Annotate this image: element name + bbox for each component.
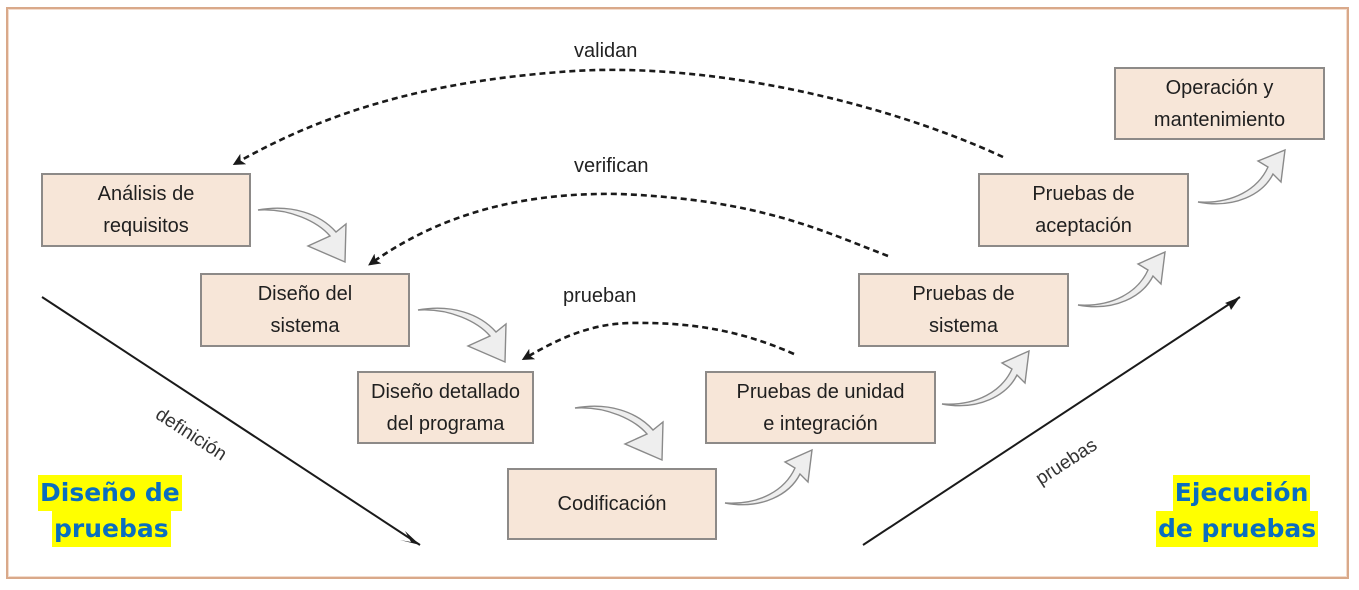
highlight-ejecucion-pruebas: Ejecución de pruebas — [1156, 475, 1319, 547]
flow-arrow-diseno-to-detallado — [417, 307, 507, 364]
node-codificacion: Codificación — [507, 468, 717, 540]
node-label: Diseño del sistema — [257, 283, 353, 337]
flow-arrow-unidad-to-sistema — [941, 349, 1030, 407]
dashed-edge-validan — [232, 68, 1004, 165]
edge-label-verifican: verifican — [574, 155, 649, 177]
definition-axis-arrow — [41, 296, 421, 546]
node-pruebas-aceptacion: Pruebas de aceptación — [978, 173, 1189, 247]
flow-arrow-codificacion-to-unidad — [724, 448, 813, 506]
dashed-edge-prueban — [521, 321, 795, 360]
node-label: Codificación — [557, 493, 667, 515]
highlight-line: de pruebas — [1156, 511, 1319, 547]
node-pruebas-unidad: Pruebas de unidad e integración — [705, 371, 936, 444]
testing-axis-arrow — [862, 296, 1241, 546]
flow-connectors — [257, 148, 1286, 506]
node-label: Pruebas de sistema — [912, 283, 1015, 337]
node-label: Pruebas de unidad e integración — [736, 380, 905, 435]
highlight-line: Diseño de — [38, 475, 182, 511]
node-label: Operación y mantenimiento — [1153, 76, 1286, 131]
highlight-line: pruebas — [52, 511, 171, 547]
node-pruebas-sistema: Pruebas de sistema — [858, 273, 1069, 347]
node-diseno-sistema: Diseño del sistema — [200, 273, 410, 347]
highlight-diseno-pruebas: Diseño de pruebas — [38, 475, 182, 547]
definition-arrow-head — [400, 531, 420, 545]
node-label: Diseño detallado del programa — [371, 380, 520, 435]
flow-arrow-analisis-to-diseno — [257, 207, 347, 264]
edge-label-prueban: prueban — [563, 285, 637, 307]
dashed-edge-verifican — [368, 192, 889, 266]
edge-label-validan: validan — [574, 40, 638, 62]
flow-arrow-aceptacion-to-operacion — [1197, 148, 1286, 205]
node-diseno-detallado: Diseño detallado del programa — [357, 371, 534, 444]
node-analisis-requisitos: Análisis de requisitos — [41, 173, 251, 247]
flow-arrow-detallado-to-codificacion — [574, 405, 664, 462]
node-label: Pruebas de aceptación — [1032, 183, 1135, 237]
node-operacion-mantenimiento: Operación y mantenimiento — [1114, 67, 1325, 140]
highlight-line: Ejecución — [1172, 475, 1311, 511]
flow-arrow-sistema-to-aceptacion — [1077, 250, 1166, 308]
testing-arrow-head — [1225, 297, 1240, 310]
node-label: Análisis de requisitos — [97, 183, 195, 237]
